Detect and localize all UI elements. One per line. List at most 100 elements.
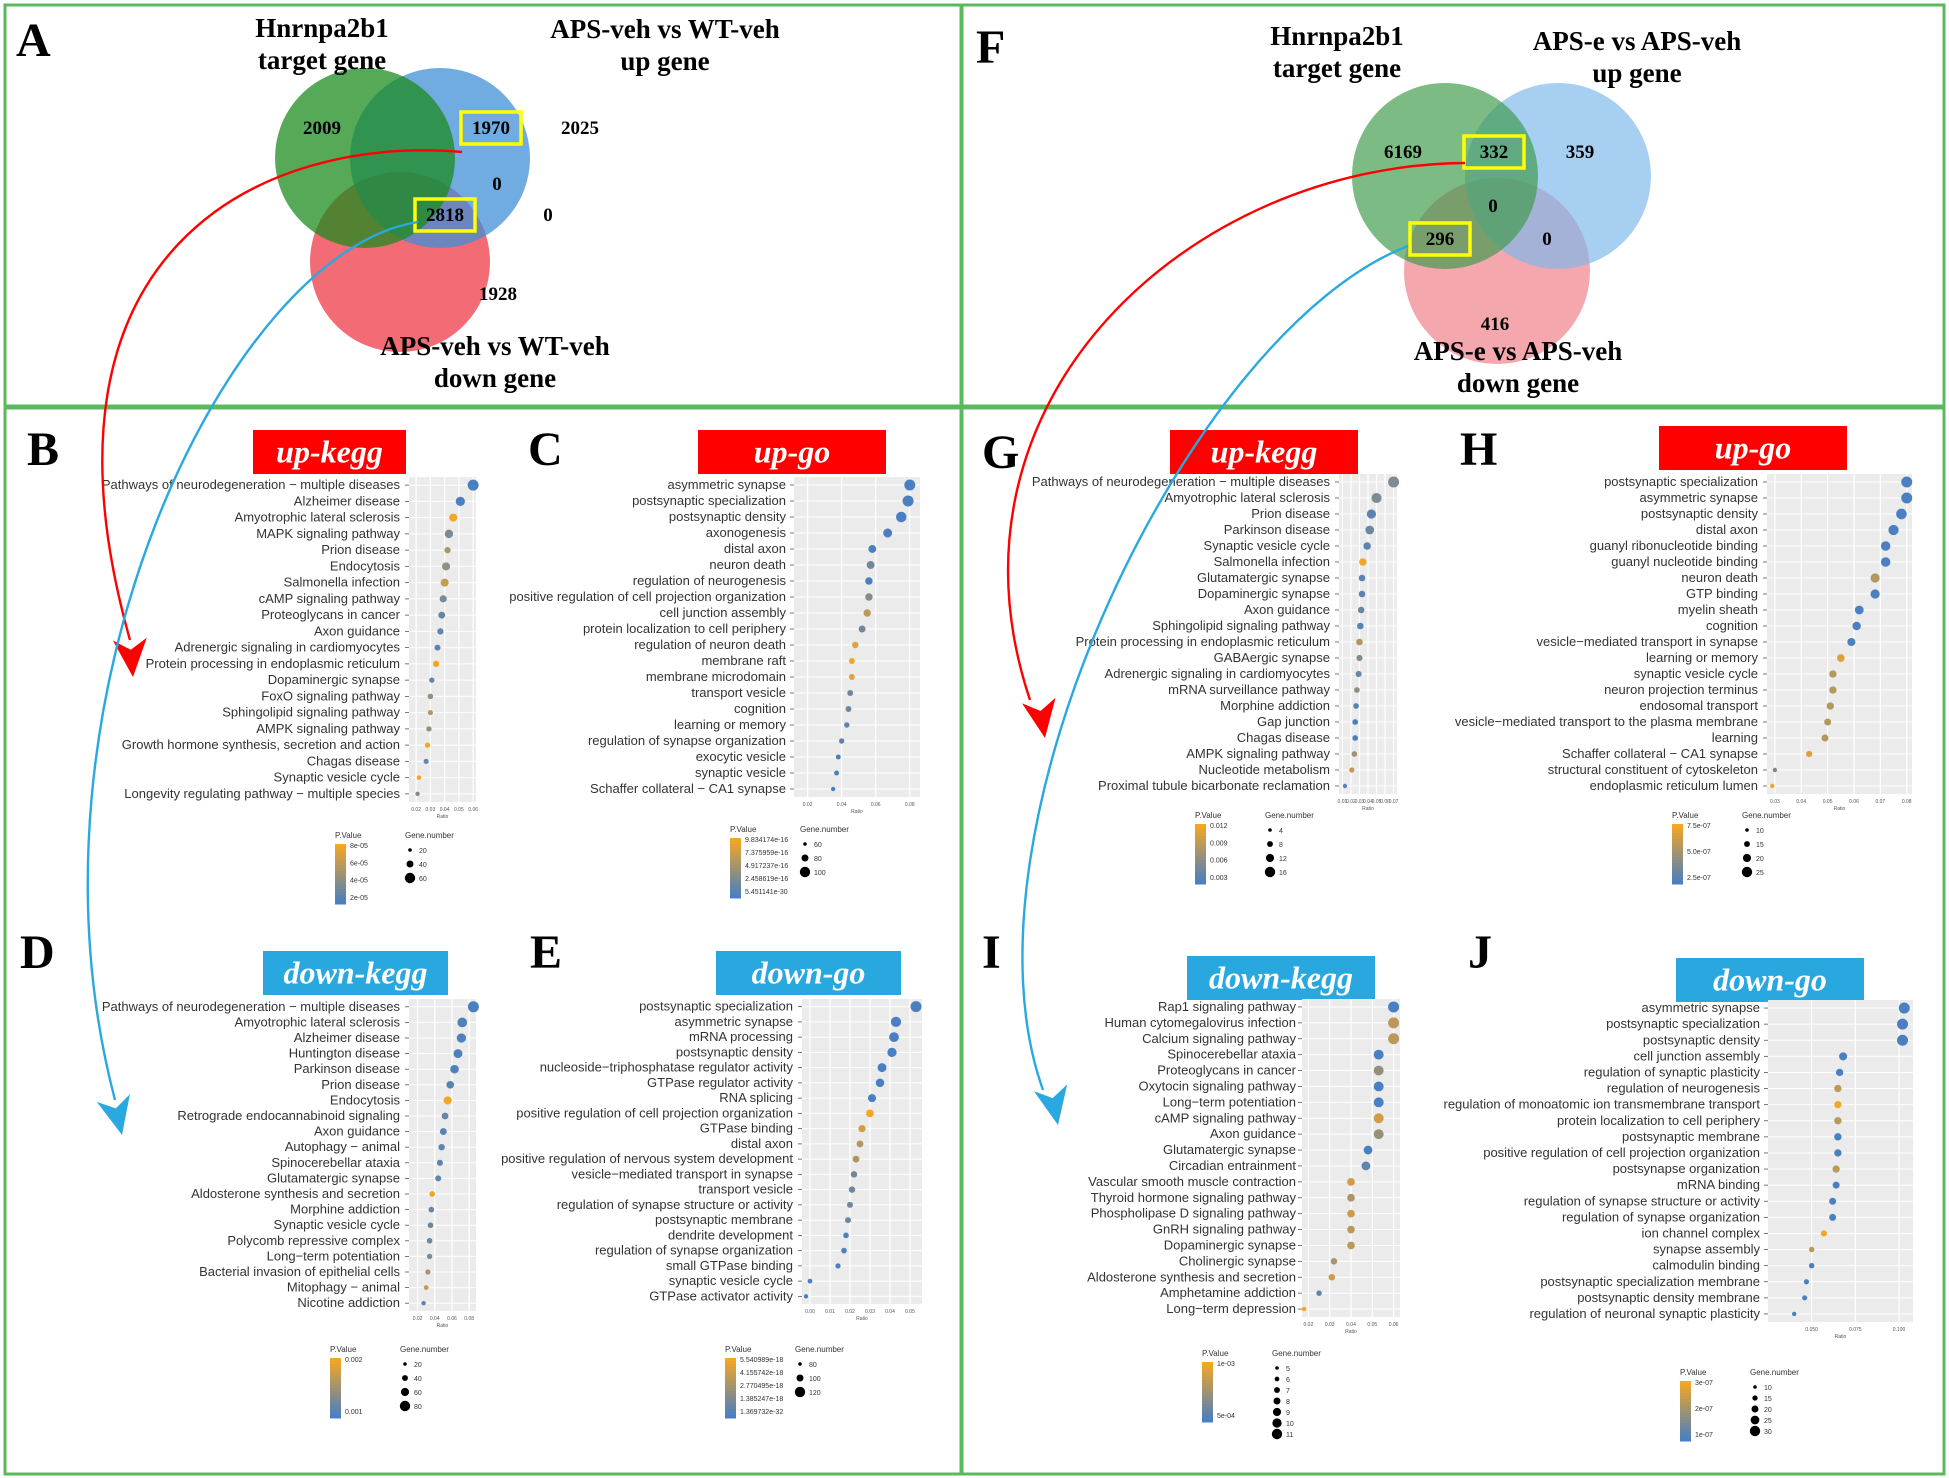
legend-color-bar (1680, 1426, 1691, 1430)
y-category-label: postsynaptic density (1643, 1032, 1761, 1047)
venn-count-target_up: 332 (1480, 142, 1509, 163)
legend-size-tick: 5 (1286, 1366, 1290, 1373)
panel-frame (960, 3, 1946, 408)
y-category-label: Prion disease (1251, 506, 1330, 521)
y-category-label: asymmetric synapse (1642, 1000, 1760, 1015)
data-point (467, 1001, 479, 1013)
data-point (830, 786, 836, 792)
data-point (446, 1080, 455, 1089)
data-point (1770, 783, 1775, 789)
legend-color-bar (730, 877, 741, 881)
data-point (889, 1032, 899, 1043)
data-point (1897, 1018, 1909, 1030)
legend-color-tick: 2.458619e-16 (745, 876, 788, 883)
data-point (1829, 686, 1837, 694)
panel-letter: D (20, 926, 55, 979)
x-tick-label: 0.06 (871, 802, 881, 808)
x-tick-label: 0.02 (845, 1309, 855, 1315)
plot-background (409, 477, 476, 802)
legend-color-bar (725, 1397, 736, 1401)
legend-color-bar (725, 1385, 736, 1389)
data-point (1829, 1213, 1837, 1221)
legend-color-bar (1672, 857, 1683, 861)
legend-color-bar (330, 1361, 341, 1365)
venn-count-target_only: 6169 (1384, 142, 1422, 163)
x-tick-label: 0.03 (1325, 1322, 1335, 1328)
legend-color-bar (1195, 833, 1206, 837)
data-point (1870, 573, 1880, 583)
legend-color-title: P.Value (1672, 811, 1699, 820)
legend-color-tick: 1e-07 (1695, 1432, 1713, 1439)
y-category-label: Growth hormone synthesis, secretion and … (122, 737, 400, 752)
chart-title-box (1187, 956, 1375, 1000)
data-point (844, 1217, 852, 1224)
x-tick-label: 0.03 (1355, 799, 1365, 805)
legend-size-dot (1274, 1376, 1280, 1382)
legend-color-bar (1195, 824, 1206, 828)
y-category-label: cell junction assembly (1634, 1048, 1761, 1063)
y-category-label: Synaptic vesicle cycle (274, 770, 400, 785)
data-point (439, 595, 447, 603)
data-point (1353, 703, 1359, 709)
y-category-label: Long−term potentiation (1163, 1094, 1296, 1109)
y-category-label: regulation of synapse structure or activ… (557, 1197, 794, 1212)
y-category-label: GTPase activator activity (649, 1288, 793, 1303)
y-category-label: regulation of neuron death (634, 637, 786, 652)
panel-frames (3, 3, 1946, 1476)
panel-letter: I (982, 926, 1001, 979)
data-point (883, 528, 893, 538)
data-point (1347, 1209, 1355, 1218)
arrow-down-A-head (96, 1094, 130, 1135)
x-tick-label: 0.03 (426, 807, 436, 813)
y-category-label: FoxO signaling pathway (261, 688, 400, 703)
legend-color-bar (1680, 1384, 1691, 1388)
venn-count-down_only: 416 (1481, 314, 1510, 335)
data-point (435, 1175, 442, 1182)
legend-color-bar (1202, 1401, 1213, 1405)
data-point (847, 690, 854, 696)
y-category-label: cell junction assembly (660, 605, 787, 620)
legend-color-bar (1202, 1404, 1213, 1408)
legend-size-title: Gene.number (800, 825, 849, 834)
chart-title: down-go (752, 955, 866, 991)
legend-color-bar (730, 883, 741, 887)
venn-label-down: APS-veh vs WT-veh (380, 331, 610, 361)
data-point (1897, 1034, 1909, 1046)
legend-color-tick: 5.451141e-30 (745, 889, 788, 896)
plot-background (1768, 1000, 1913, 1322)
y-category-label: Human cytomegalovirus infection (1105, 1015, 1296, 1030)
legend-color-tick: 5e-04 (1217, 1413, 1235, 1420)
legend-color-bar (725, 1364, 736, 1368)
legend-color-bar (1195, 866, 1206, 870)
legend-color-bar (730, 859, 741, 863)
legend-color-bar (1202, 1389, 1213, 1393)
data-point (1366, 509, 1377, 519)
y-category-label: axonogenesis (706, 525, 787, 540)
legend-color-bar (335, 850, 346, 854)
legend-color-bar (1202, 1398, 1213, 1402)
data-point (848, 1186, 856, 1193)
legend-color-title: P.Value (1195, 811, 1222, 820)
data-point (1808, 1246, 1815, 1253)
legend-color-bar (725, 1394, 736, 1398)
y-category-label: postsynaptic specialization (632, 493, 786, 508)
legend-size-dot (801, 854, 809, 862)
legend-color-bar (1195, 878, 1206, 882)
x-tick-label: 0.04 (885, 1309, 895, 1315)
y-category-label: cognition (1706, 618, 1758, 633)
y-category-label: Protein processing in endoplasmic reticu… (1076, 634, 1330, 649)
legend-color-bar (1672, 851, 1683, 855)
legend-size-tick: 7 (1286, 1388, 1290, 1395)
y-category-label: postsynaptic specialization membrane (1540, 1274, 1760, 1289)
y-category-label: postsynaptic density membrane (1577, 1290, 1760, 1305)
data-point (904, 479, 916, 491)
data-point (423, 1285, 429, 1291)
legend-size-tick: 15 (1764, 1396, 1772, 1403)
arrow-up-F (1007, 161, 1466, 701)
y-category-label: postsynaptic membrane (655, 1212, 793, 1227)
data-point (429, 1191, 436, 1197)
venn-label-target: target gene (258, 45, 386, 75)
legend-color-tick: 5.540989e-18 (740, 1357, 783, 1364)
